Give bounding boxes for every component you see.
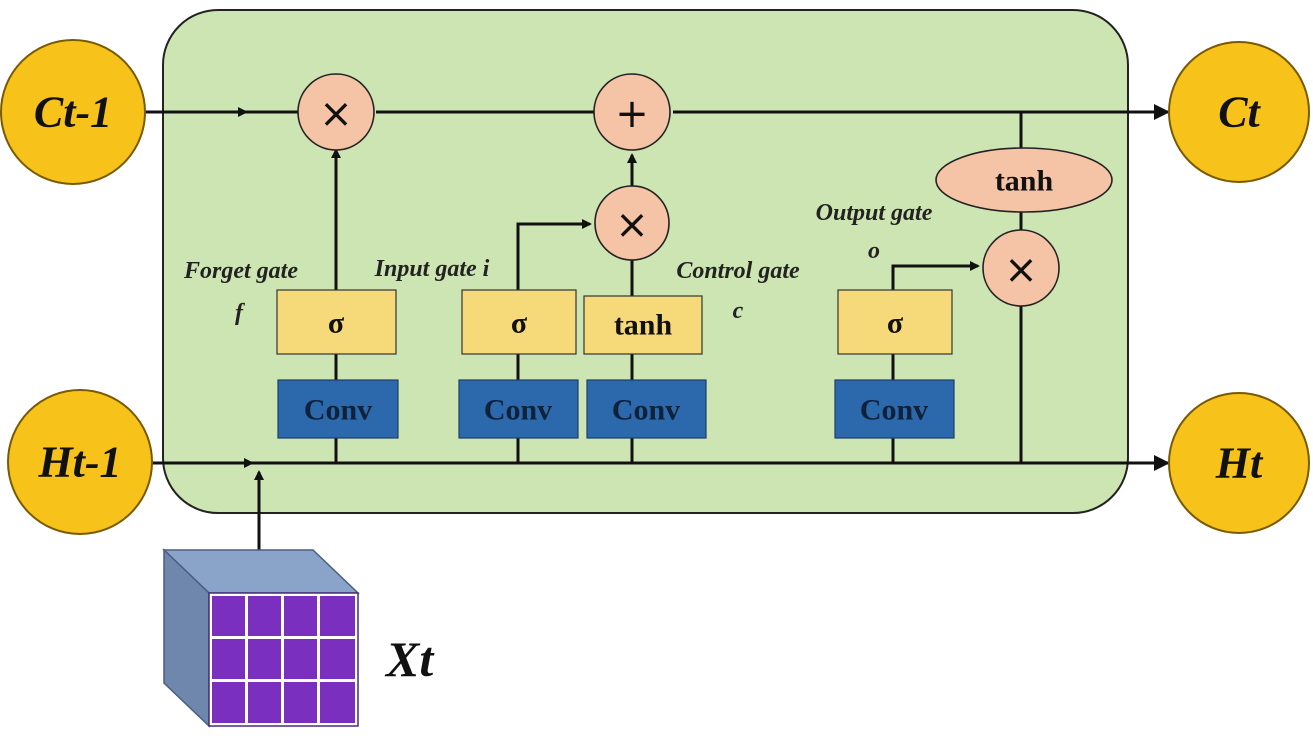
c-next-node: Ct bbox=[1168, 41, 1310, 183]
h-next-node: Ht bbox=[1168, 392, 1310, 534]
output-gate-symbol: o bbox=[868, 238, 880, 264]
multiply-icon: × bbox=[615, 202, 649, 248]
control-tanh-box: tanh bbox=[583, 295, 703, 355]
cell-tanh: tanh bbox=[935, 147, 1113, 213]
plus-icon: + bbox=[615, 91, 649, 137]
input-to-multiply bbox=[516, 219, 592, 290]
input-conv-box: Conv bbox=[458, 379, 579, 439]
input-cube-icon bbox=[162, 548, 360, 728]
output-gate-label: Output gate bbox=[816, 200, 933, 226]
forget-sigma-box: σ bbox=[276, 289, 397, 355]
control-tanh-label: tanh bbox=[614, 309, 673, 342]
forget-gate-symbol: f bbox=[235, 300, 245, 326]
c-prev-label: Ct-1 bbox=[34, 88, 112, 137]
input-sigma-box: σ bbox=[461, 289, 577, 355]
output-sigma-label: σ bbox=[887, 307, 904, 340]
c-next-label: Ct bbox=[1218, 88, 1261, 137]
input-conv-label: Conv bbox=[484, 394, 552, 427]
add-op: + bbox=[593, 73, 671, 151]
control-conv-label: Conv bbox=[612, 394, 680, 427]
output-multiply-op: × bbox=[982, 229, 1060, 307]
output-conv-label: Conv bbox=[860, 394, 928, 427]
input-sigma-label: σ bbox=[511, 307, 528, 340]
output-conv-box: Conv bbox=[834, 379, 955, 439]
input-gate-label: Input gate i bbox=[374, 256, 490, 282]
input-label: Xt bbox=[384, 631, 435, 687]
forget-multiply-op: × bbox=[297, 73, 375, 151]
multiply-icon: × bbox=[319, 91, 353, 137]
cell-tanh-label: tanh bbox=[995, 165, 1054, 198]
forget-conv-box: Conv bbox=[277, 379, 399, 439]
forget-conv-label: Conv bbox=[304, 394, 372, 427]
h-next-label: Ht bbox=[1215, 439, 1264, 488]
multiply-icon: × bbox=[1004, 247, 1038, 293]
output-sigma-box: σ bbox=[837, 289, 953, 355]
c-prev-node: Ct-1 bbox=[0, 39, 146, 185]
control-conv-box: Conv bbox=[586, 379, 707, 439]
control-gate-symbol: c bbox=[733, 298, 744, 324]
forget-sigma-label: σ bbox=[328, 307, 345, 340]
output-to-multiply bbox=[891, 261, 980, 290]
control-gate-label: Control gate bbox=[676, 258, 800, 284]
h-prev-label: Ht-1 bbox=[37, 438, 121, 487]
forget-gate-label: Forget gate bbox=[183, 258, 298, 284]
input-multiply-op: × bbox=[594, 185, 670, 261]
input-cube-grid bbox=[212, 596, 355, 723]
h-prev-node: Ht-1 bbox=[7, 389, 153, 535]
